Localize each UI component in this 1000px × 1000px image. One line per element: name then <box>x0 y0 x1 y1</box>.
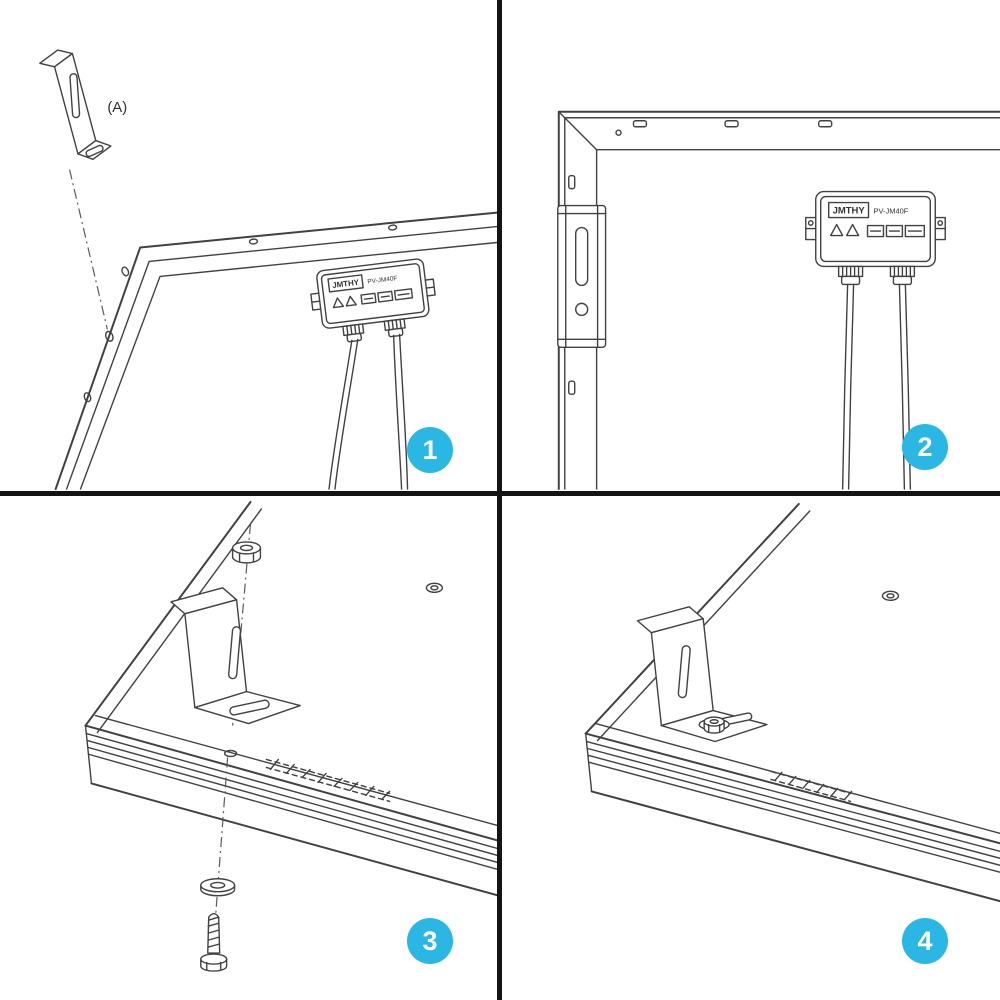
cable-gland-icon <box>889 265 916 286</box>
junction-box-drawing: JMTHY PV-JM40F <box>805 190 946 286</box>
step-3-illustration <box>84 500 497 972</box>
rating-box-icon <box>904 224 926 238</box>
warning-triangle-icon <box>332 297 345 309</box>
step-1-panel: (A) JMTHY PV-JM40F <box>0 0 497 491</box>
step-3-panel <box>0 496 497 1000</box>
junction-box-model: PV-JM40F <box>874 207 909 216</box>
frame-bolt-hole <box>223 749 238 758</box>
solar-cable <box>898 283 912 490</box>
rating-box-icon <box>393 288 414 301</box>
step-2-panel: JMTHY PV-JM40F <box>502 0 1000 491</box>
frame-mounting-slots <box>568 120 833 395</box>
junction-box-drawing: JMTHY PV-JM40F <box>310 258 436 343</box>
alignment-dash-line <box>68 169 108 330</box>
solar-cable <box>392 333 409 490</box>
solar-cable <box>328 338 359 490</box>
rating-box-icon <box>866 224 885 238</box>
junction-box-brand: JMTHY <box>332 278 360 290</box>
warning-triangle-icon <box>845 223 860 237</box>
cable-gland-icon <box>837 265 864 286</box>
frame-hatch-texture <box>770 770 853 803</box>
solar-cable <box>841 283 855 490</box>
step-number-badge: 1 <box>407 427 453 473</box>
bolt-icon <box>200 912 228 972</box>
z-bracket-icon <box>170 587 301 725</box>
junction-box-mount-tabs <box>310 278 436 311</box>
washer-icon <box>200 878 236 897</box>
bracket-target-hole <box>104 330 114 342</box>
step-number-badge: 3 <box>407 918 453 964</box>
step-4-panel <box>502 496 1000 1000</box>
solar-panel-back-drawing <box>54 211 497 491</box>
step-4-illustration <box>584 502 1000 903</box>
panel-frame-perspective <box>84 500 497 897</box>
surface-hole <box>425 582 444 594</box>
frame-hatch-texture <box>265 758 391 803</box>
bracket-callout-label: (A) <box>107 99 127 116</box>
step-number-badge: 4 <box>902 918 948 964</box>
rating-box-icon <box>360 292 377 305</box>
step-number-badge: 2 <box>902 424 948 470</box>
grid-divider-horizontal <box>0 491 1000 496</box>
step-number-text: 1 <box>422 434 438 465</box>
panel-frame-perspective <box>584 502 1000 903</box>
step-number-text: 4 <box>917 925 933 956</box>
rating-box-icon <box>885 224 904 238</box>
junction-box-brand: JMTHY <box>833 206 866 217</box>
junction-box-model: PV-JM40F <box>367 275 398 286</box>
warning-triangle-icon <box>345 295 357 307</box>
z-bracket-icon <box>557 204 607 348</box>
hex-nut-icon <box>231 541 262 564</box>
junction-box-marking-icons <box>829 223 926 238</box>
junction-box-marking-icons <box>332 288 414 309</box>
surface-hole <box>881 590 900 601</box>
step-number-text: 2 <box>917 431 933 462</box>
z-bracket-icon <box>39 49 112 161</box>
cable-gland-icon <box>383 318 406 338</box>
step-1-illustration: (A) JMTHY PV-JM40F <box>39 49 497 491</box>
hex-bolt-head-icon <box>703 716 725 734</box>
grid-divider-vertical <box>497 0 502 1000</box>
panel-frame-drawing <box>557 110 1000 491</box>
cable-gland-icon <box>342 323 365 343</box>
warning-triangle-icon <box>829 223 844 237</box>
frame-mounting-holes <box>83 224 398 403</box>
step-number-text: 3 <box>422 925 438 956</box>
junction-box-mount-tabs <box>805 216 946 241</box>
step-2-illustration: JMTHY PV-JM40F <box>557 110 1000 491</box>
rating-box-icon <box>377 290 394 303</box>
